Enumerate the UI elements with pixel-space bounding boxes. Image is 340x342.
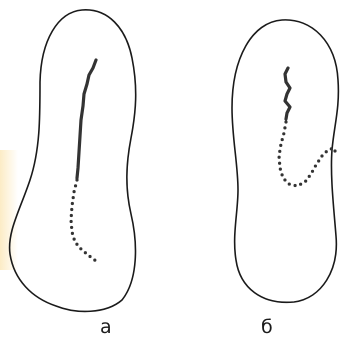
trace-solid-b [285, 68, 290, 119]
insole-outline-b [232, 20, 338, 302]
panel-label-b: б [261, 318, 273, 337]
trace-dotted-b [279, 122, 336, 186]
panel-label-a: а [100, 318, 112, 337]
trace-solid-a [77, 60, 96, 178]
insole-outline-a [10, 10, 136, 312]
trace-dotted-a [71, 180, 96, 261]
